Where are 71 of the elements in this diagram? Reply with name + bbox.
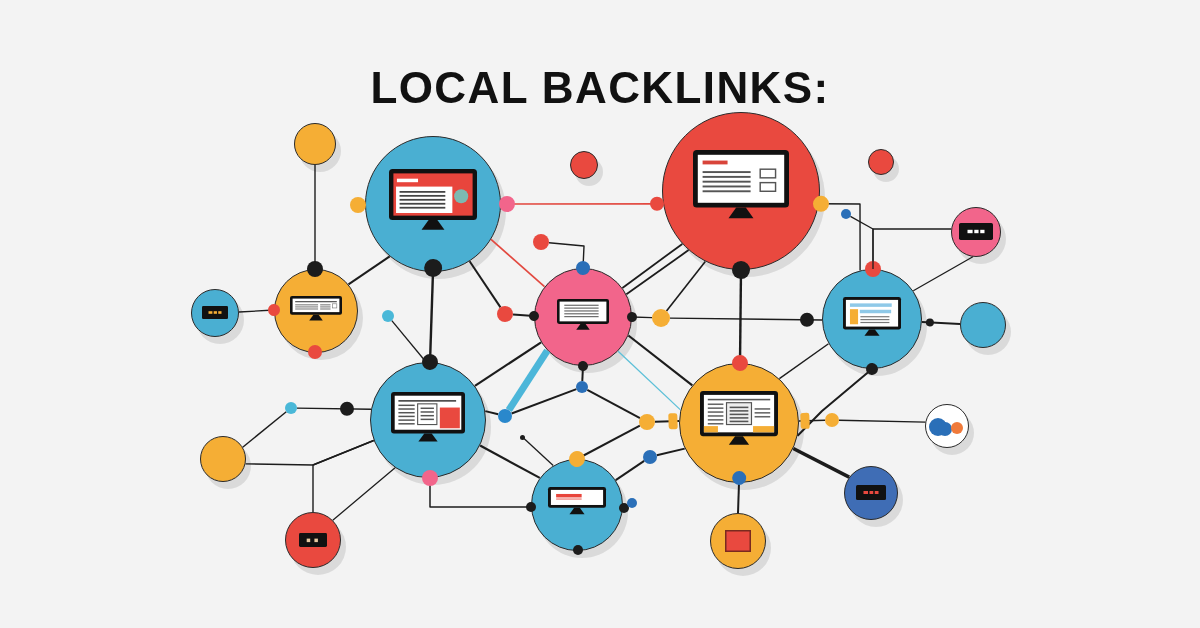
connector-line (490, 238, 546, 288)
connector-dot (576, 381, 588, 393)
connector-line (813, 195, 861, 272)
connector-line (512, 311, 539, 321)
connector-line (332, 467, 396, 521)
connector-line (474, 341, 542, 387)
connector-dot (841, 209, 851, 219)
connector-line (479, 444, 541, 479)
connector-line (347, 255, 391, 286)
connector-dot (643, 450, 657, 464)
connector-line (627, 312, 653, 322)
connector-line (312, 439, 375, 513)
node-circle (534, 268, 632, 366)
connector-line (778, 343, 830, 380)
node-circle (294, 123, 336, 165)
connector-dot (652, 309, 670, 327)
node-circle (844, 466, 898, 520)
connector-line (422, 259, 443, 370)
node-circle (200, 436, 246, 482)
connector-line (578, 361, 588, 382)
connector-line (391, 319, 427, 363)
connector-line (505, 348, 551, 412)
connector-dot (285, 402, 297, 414)
connector-line (617, 350, 682, 411)
connector-dot (639, 414, 655, 430)
node-circle (191, 289, 239, 337)
connector-line (665, 260, 707, 312)
connector-line (484, 410, 500, 416)
connector-line (422, 470, 536, 512)
connector-dot (533, 234, 549, 250)
connector-line (849, 215, 874, 270)
connector-line (586, 388, 641, 420)
connector-line (865, 228, 952, 277)
connector-dot (497, 306, 513, 322)
connector-line (796, 363, 878, 437)
node-circle (868, 149, 894, 175)
node-circle (285, 512, 341, 568)
node-circle (710, 513, 766, 569)
connector-line (307, 164, 323, 277)
connector-dot (825, 413, 839, 427)
connector-line (499, 196, 664, 212)
connector-line (669, 312, 823, 327)
connector-line (621, 243, 684, 289)
title: LOCAL BACKLINKS: (370, 66, 830, 110)
connector-line (792, 446, 850, 479)
node-circle (925, 404, 969, 448)
connector-line (468, 260, 502, 309)
node-circle (570, 151, 598, 179)
connector-dot (519, 434, 525, 440)
connector-line (614, 459, 646, 482)
connector-line (732, 471, 747, 514)
connector-line (912, 256, 974, 292)
connector-line (920, 318, 961, 327)
connector-line (242, 411, 287, 448)
connector-line (625, 249, 690, 296)
connector-line (654, 413, 680, 430)
node-circle (951, 207, 1001, 257)
connector-line (627, 334, 693, 387)
connector-line (798, 412, 826, 429)
connector-line (569, 424, 641, 467)
connector-line (296, 401, 372, 416)
connector-line (732, 261, 750, 371)
node-circle (960, 302, 1006, 348)
connector-line (548, 242, 590, 275)
connector-line (523, 437, 554, 467)
connector-line (510, 388, 578, 415)
connector-line (655, 447, 686, 457)
connector-dot (382, 310, 394, 322)
connector-line (238, 304, 280, 316)
connector-line (838, 419, 927, 423)
connector-dot (498, 409, 512, 423)
